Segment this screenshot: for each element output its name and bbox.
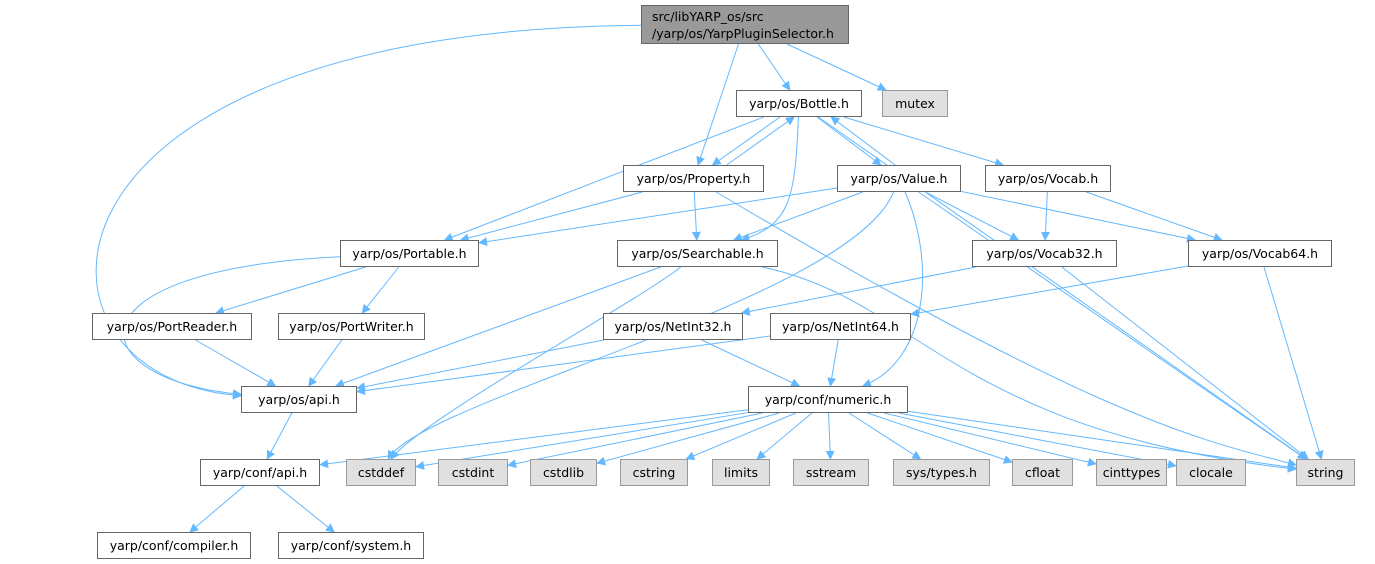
node-string: string <box>1296 459 1355 486</box>
edge-portable-to-portwriter <box>361 266 400 314</box>
edge-numeric-to-sstream <box>825 412 835 460</box>
root-node-yarp-plugin-selector: src/libYARP_os/src /yarp/os/YarpPluginSe… <box>641 5 849 44</box>
edge-portreader-to-osapi <box>195 339 277 387</box>
edge-bottle-to-portable <box>443 116 765 242</box>
node-property[interactable]: yarp/os/Property.h <box>623 165 764 192</box>
edge-numeric-to-systypes <box>848 412 922 460</box>
edge-root-to-mutex <box>786 43 887 91</box>
edge-root-to-property <box>696 43 739 166</box>
edge-vocab32-to-netint32 <box>740 266 976 316</box>
node-value[interactable]: yarp/os/Value.h <box>837 165 961 192</box>
edge-confapi-to-compiler <box>189 485 245 533</box>
edge-numeric-to-cstdlib <box>596 412 780 466</box>
edge-vocab-to-vocab64 <box>1085 191 1223 242</box>
edge-bottle-to-value <box>816 116 882 166</box>
node-cstdint: cstdint <box>438 459 508 486</box>
edge-confapi-to-system <box>276 485 335 533</box>
node-portwriter[interactable]: yarp/os/PortWriter.h <box>278 313 425 340</box>
edge-vocab64-to-string <box>1263 266 1324 460</box>
node-netint64[interactable]: yarp/os/NetInt64.h <box>770 313 911 340</box>
node-vocab32[interactable]: yarp/os/Vocab32.h <box>972 240 1117 267</box>
edge-property-to-searchable <box>691 191 701 241</box>
edge-numeric-to-limits <box>756 412 813 460</box>
edge-portwriter-to-osapi <box>308 339 343 387</box>
edge-numeric-to-cinttypes <box>884 412 1097 467</box>
node-sstream: sstream <box>793 459 869 486</box>
edge-value-to-searchable <box>732 191 863 242</box>
edge-root-to-osapi <box>95 24 642 400</box>
edge-portable-to-portreader <box>215 266 366 315</box>
node-cfloat: cfloat <box>1012 459 1073 486</box>
root-node-line2: /yarp/os/YarpPluginSelector.h <box>652 25 834 41</box>
edge-searchable-to-cstddef <box>390 266 682 460</box>
edge-netint32-to-numeric <box>701 339 801 387</box>
edge-value-to-vocab32 <box>924 191 1020 241</box>
node-searchable[interactable]: yarp/os/Searchable.h <box>617 240 778 267</box>
edge-property-to-bottle <box>726 116 795 166</box>
node-cinttypes: cinttypes <box>1096 459 1167 486</box>
edge-bottle-to-searchable <box>740 116 799 242</box>
node-vocab64[interactable]: yarp/os/Vocab64.h <box>1188 240 1332 267</box>
node-numeric[interactable]: yarp/conf/numeric.h <box>748 386 908 413</box>
edge-property-to-string <box>715 191 1297 468</box>
node-cstdlib: cstdlib <box>530 459 597 486</box>
edge-numeric-to-confapi <box>319 409 749 469</box>
edge-bottle-to-property <box>711 116 781 166</box>
node-clocale: clocale <box>1176 459 1246 486</box>
edge-root-to-bottle <box>757 43 791 91</box>
root-node-line1: src/libYARP_os/src <box>652 8 764 24</box>
edge-value-to-portable <box>478 187 838 247</box>
node-osapi[interactable]: yarp/os/api.h <box>241 386 357 413</box>
edge-numeric-to-cstring <box>685 412 797 461</box>
node-bottle[interactable]: yarp/os/Bottle.h <box>736 90 862 117</box>
edge-value-to-string <box>918 191 1307 460</box>
node-vocab[interactable]: yarp/os/Vocab.h <box>985 165 1111 192</box>
node-compiler[interactable]: yarp/conf/compiler.h <box>97 532 251 559</box>
edge-searchable-to-osapi <box>335 266 661 388</box>
edge-numeric-to-cstddef <box>415 412 749 470</box>
edge-property-to-portable <box>459 191 643 243</box>
edge-bottle-to-vocab <box>843 116 1005 167</box>
node-limits: limits <box>712 459 770 486</box>
node-cstddef: cstddef <box>346 459 416 486</box>
node-portreader[interactable]: yarp/os/PortReader.h <box>92 313 252 340</box>
node-netint32[interactable]: yarp/os/NetInt32.h <box>603 313 743 340</box>
edge-osapi-to-confapi <box>266 412 293 460</box>
node-cstring: cstring <box>620 459 688 486</box>
edge-value-to-cstddef <box>387 191 895 460</box>
edge-numeric-to-clocale <box>898 412 1177 469</box>
edge-netint64-to-numeric <box>827 339 839 387</box>
edge-searchable-to-string <box>761 266 1297 473</box>
edge-vocab-to-vocab32 <box>1041 191 1051 241</box>
edge-vocab32-to-string <box>1061 266 1309 460</box>
edge-numeric-to-cstdint <box>507 412 763 469</box>
edge-value-to-vocab64 <box>960 190 1196 243</box>
edge-numeric-to-string <box>907 410 1297 472</box>
node-system[interactable]: yarp/conf/system.h <box>278 532 424 559</box>
node-systypes: sys/types.h <box>893 459 990 486</box>
node-mutex: mutex <box>882 90 948 117</box>
node-confapi[interactable]: yarp/conf/api.h <box>200 459 320 486</box>
edge-vocab64-to-netint64 <box>910 265 1189 318</box>
edge-netint64-to-osapi <box>356 335 771 396</box>
edge-netint32-to-osapi <box>356 339 604 392</box>
edge-value-to-bottle <box>830 116 896 166</box>
node-portable[interactable]: yarp/os/Portable.h <box>340 240 479 267</box>
edge-value-to-numeric <box>862 191 924 388</box>
edge-numeric-to-cfloat <box>867 412 1013 464</box>
